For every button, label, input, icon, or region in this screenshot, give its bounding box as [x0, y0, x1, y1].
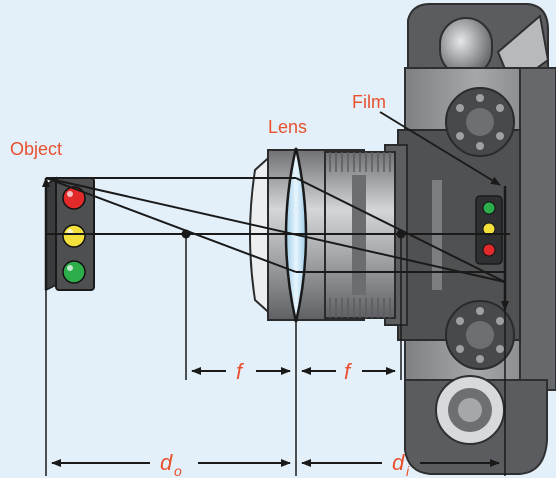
image-distance-label: d i: [392, 450, 410, 478]
central-ray: [45, 177, 506, 283]
focal-ray: [45, 177, 297, 273]
svg-text:o: o: [174, 463, 182, 478]
focal-length-right-label: f: [344, 359, 353, 384]
lens-label: Lens: [268, 117, 307, 137]
film-label: Film: [352, 92, 386, 112]
svg-text:d: d: [160, 450, 173, 475]
film-pointer: [379, 111, 501, 186]
focal-point-right: [396, 229, 406, 239]
svg-text:i: i: [406, 463, 410, 478]
dimension-lines: [45, 236, 506, 476]
svg-text:d: d: [392, 450, 405, 475]
object-distance-label: d o: [160, 450, 182, 478]
object-label: Object: [10, 139, 62, 159]
focal-length-left-label: f: [236, 359, 245, 384]
inverted-traffic-light-icon: [475, 195, 503, 265]
focal-point-left: [181, 229, 191, 239]
